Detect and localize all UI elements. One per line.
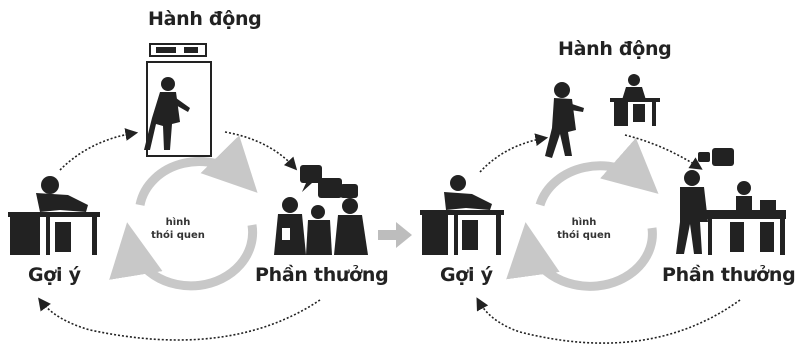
right-cue-label: Gợi ý [440, 264, 493, 286]
right-action-label: Hành động [558, 38, 672, 60]
person-at-desk-icon [8, 176, 100, 255]
right-reward-label: Phần thưởng [662, 264, 796, 286]
right-center-line1: hình [571, 217, 597, 228]
left-center-line1: hình [165, 217, 191, 228]
walking-person-icon [545, 74, 660, 158]
office-reward-icon [676, 148, 786, 255]
left-reward-label: Phần thưởng [255, 264, 389, 286]
left-arrow-cue-to-action [59, 128, 139, 171]
door-person-icon [144, 43, 212, 157]
left-center-line2: thói quen [151, 230, 205, 241]
people-talking-icon [274, 165, 368, 255]
right-cycle [420, 74, 786, 344]
left-cycle [8, 43, 368, 341]
right-center-line2: thói quen [557, 230, 611, 241]
right-cycle-ring [506, 137, 659, 291]
right-arrow-reward-to-cue [476, 297, 741, 344]
left-arrow-action-to-reward [224, 131, 298, 171]
person-at-desk-icon-2 [420, 175, 504, 255]
right-arrow-cue-to-action [479, 133, 549, 173]
left-action-label: Hành động [148, 8, 262, 30]
transition-arrow [378, 222, 412, 248]
left-cycle-ring [109, 135, 258, 291]
right-arrow-action-to-reward [624, 134, 703, 170]
right-center-label: hình thói quen [554, 216, 614, 242]
left-arrow-reward-to-cue [38, 297, 321, 341]
left-center-label: hình thói quen [148, 216, 208, 242]
left-cue-label: Gợi ý [28, 264, 81, 286]
